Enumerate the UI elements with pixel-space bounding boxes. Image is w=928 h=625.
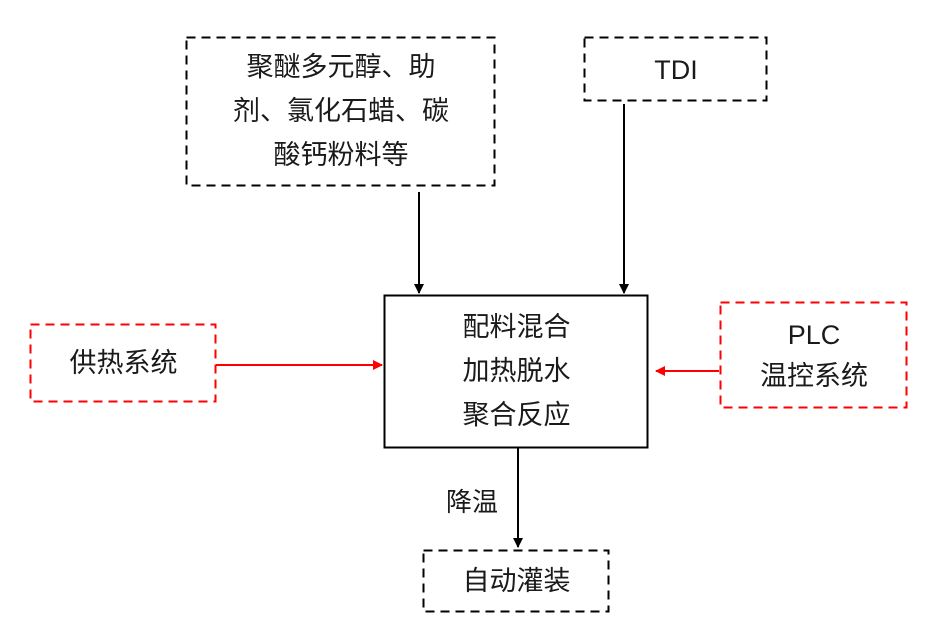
heating-system-box — [29, 323, 217, 403]
cooling-edge-label: 降温 — [446, 488, 499, 518]
filling-text: 自动灌装 — [424, 551, 609, 612]
plc-system-line-2: 温控系统 — [760, 360, 868, 392]
process-line-2: 加热脱水 — [462, 356, 571, 387]
tdi-box — [583, 36, 768, 102]
heating-system-text: 供热系统 — [31, 325, 216, 402]
raw-materials-line-3: 酸钙粉料等 — [273, 140, 409, 171]
raw-materials-line-2: 剂、氯化石蜡、碳 — [233, 96, 449, 127]
filling-label: 自动灌装 — [462, 565, 571, 597]
filling-box — [422, 549, 610, 613]
plc-system-text: PLC 温控系统 — [721, 303, 907, 408]
process-box — [383, 294, 649, 449]
heating-system-label: 供热系统 — [69, 347, 178, 379]
raw-materials-box — [185, 36, 496, 187]
process-text: 配料混合 加热脱水 聚合反应 — [385, 296, 648, 448]
raw-materials-text: 聚醚多元醇、助 剂、氯化石蜡、碳 酸钙粉料等 — [187, 38, 495, 186]
tdi-text: TDI — [585, 38, 767, 101]
tdi-label: TDI — [654, 54, 698, 85]
process-line-3: 聚合反应 — [462, 400, 571, 431]
plc-system-line-1: PLC — [787, 319, 841, 350]
process-line-1: 配料混合 — [462, 312, 571, 343]
raw-materials-line-1: 聚醚多元醇、助 — [246, 52, 436, 83]
plc-system-box — [719, 301, 908, 409]
